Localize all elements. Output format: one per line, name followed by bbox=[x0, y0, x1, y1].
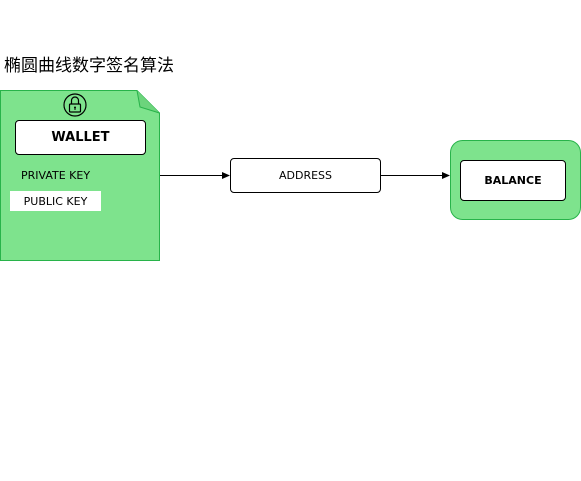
private-key-label: PRIVATE KEY bbox=[21, 169, 91, 182]
lock-icon bbox=[63, 93, 87, 117]
wallet-note-fold bbox=[136, 90, 160, 114]
address-node[interactable]: ADDRESS bbox=[230, 158, 381, 193]
diagram-title: 椭圆曲线数字签名算法 bbox=[4, 56, 174, 76]
balance-node[interactable]: BALANCE bbox=[460, 160, 566, 201]
wallet-label-box[interactable]: WALLET bbox=[15, 120, 146, 155]
public-key-label: PUBLIC KEY bbox=[10, 191, 101, 211]
